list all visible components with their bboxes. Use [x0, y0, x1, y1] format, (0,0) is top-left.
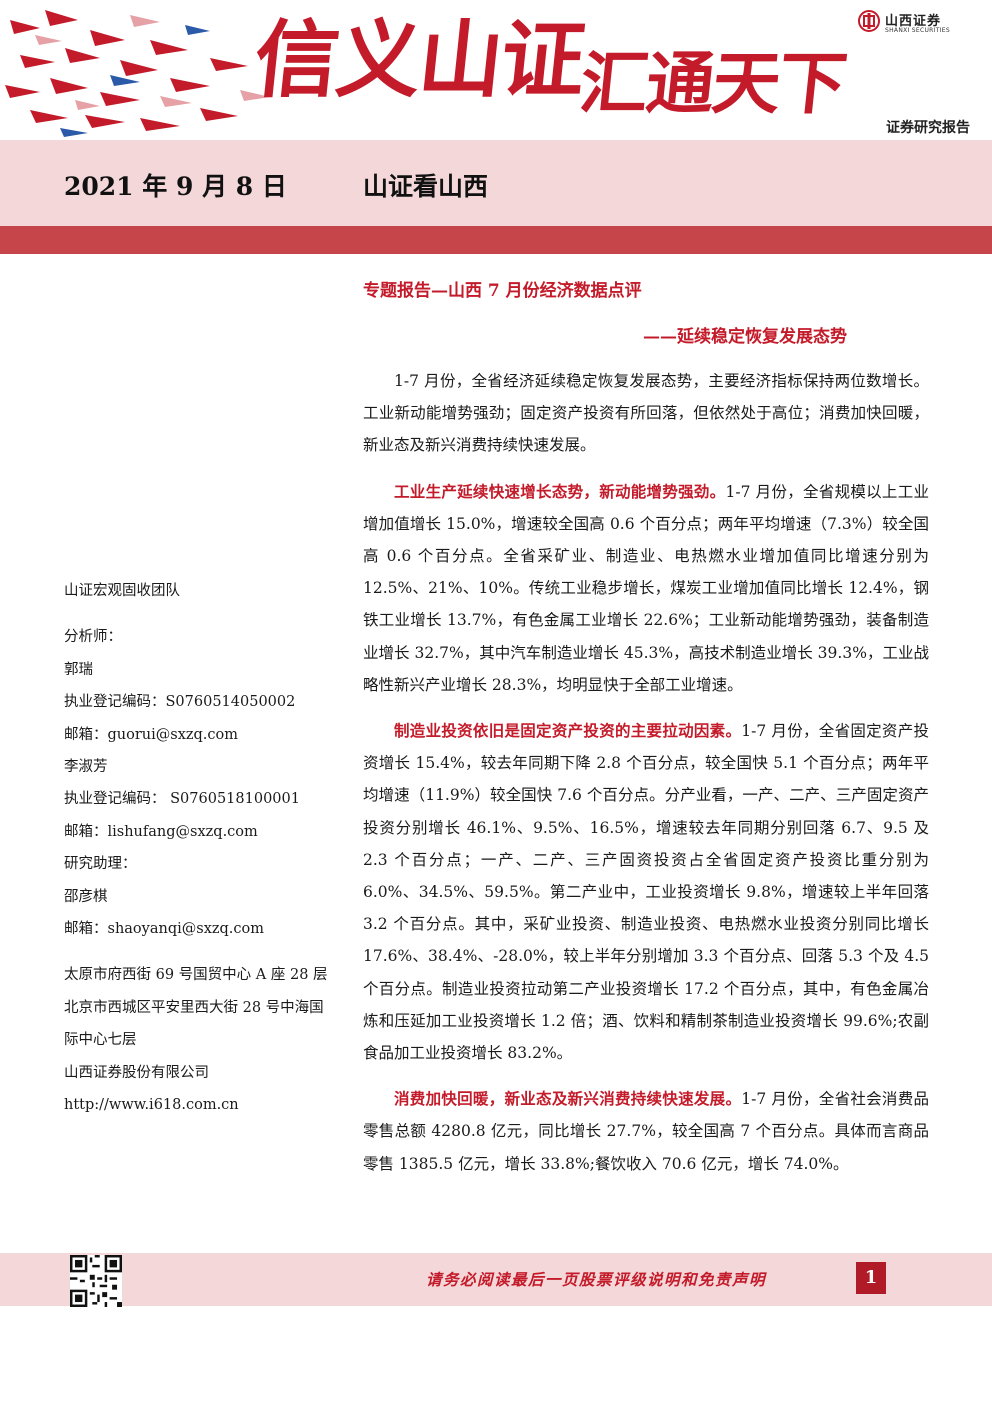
assistant-email[interactable]: 邮箱：shaoyanqi@sxzq.com	[64, 921, 264, 938]
red-divider-band	[0, 226, 992, 254]
industry-heading: 工业生产延续快速增长态势，新动能增势强劲。	[394, 481, 726, 501]
logo-chinese-text: 山西证券	[885, 14, 942, 29]
report-series: 山证看山西	[363, 172, 489, 201]
analyst1-name: 郭瑞	[64, 661, 93, 678]
slogan-part1: 信义山证	[249, 10, 589, 109]
flying-birds-graphic	[5, 10, 270, 137]
footer-band	[0, 1253, 992, 1306]
analyst1-email[interactable]: 邮箱：guorui@sxzq.com	[64, 726, 239, 743]
beijing-address: 北京市西城区平安里西大街 28 号中海国际中心七层	[64, 999, 324, 1049]
summary-paragraph: 1-7 月份，全省经济延续稳定恢复发展态势，主要经济指标保持两位数增长。工业新动…	[363, 372, 929, 455]
team-name: 山证宏观固收团队	[64, 583, 180, 599]
report-title: 专题报告—山西 7 月份经济数据点评	[363, 281, 642, 301]
page-number: 1	[856, 1262, 886, 1294]
company-website[interactable]: http://www.i618.com.cn	[64, 1097, 239, 1114]
logo-english-text: SHANXI SECURITIES	[885, 27, 950, 34]
date-band	[0, 140, 992, 226]
investment-heading: 制造业投资依旧是固定资产投资的主要拉动因素。	[394, 721, 742, 741]
report-subtitle: ——延续稳定恢复发展态势	[643, 327, 847, 347]
report-date: 2021 年 9 月 8 日	[64, 172, 287, 201]
analyst1-registration: 执业登记编码：S0760514050002	[64, 694, 296, 711]
consumption-paragraph: 消费加快回暖，新业态及新兴消费持续快速发展。1-7 月份，全省社会消费品零售总额…	[363, 1083, 929, 1180]
investment-paragraph: 制造业投资依旧是固定资产投资的主要拉动因素。1-7 月份，全省固定资产投资增长 …	[363, 715, 929, 1069]
analyst2-name: 李淑芳	[64, 759, 108, 776]
assistant-name: 邵彦棋	[64, 888, 108, 905]
assistant-label: 研究助理：	[64, 856, 137, 873]
disclaimer-text: 请务必阅读最后一页股票评级说明和免责声明	[426, 1270, 767, 1289]
analyst2-email[interactable]: 邮箱：lishufang@sxzq.com	[64, 823, 258, 840]
industry-paragraph: 工业生产延续快速增长态势，新动能增势强劲。1-7 月份，全省规模以上工业增加值增…	[363, 476, 929, 701]
qr-code-icon	[70, 1255, 122, 1307]
report-type-label: 证券研究报告	[886, 120, 970, 136]
taiyuan-address: 太原市府西街 69 号国贸中心 A 座 28 层	[64, 967, 328, 984]
industry-text: 1-7 月份，全省规模以上工业增加值增长 15.0%，增速较全国高 0.6 个百…	[363, 482, 929, 694]
header-banner: 信义山证汇通天下 山西证券 SHANXI SECURITIES 证券研究报告	[0, 0, 992, 140]
analyst-sidebar: 山证宏观固收团队 分析师： 郭瑞 执业登记编码：S0760514050002 邮…	[64, 575, 334, 1122]
analyst2-registration: 执业登记编码： S0760518100001	[64, 791, 300, 808]
consumption-heading: 消费加快回暖，新业态及新兴消费持续快速发展。	[394, 1089, 742, 1109]
slogan: 信义山证汇通天下	[250, 10, 852, 124]
main-content: 1-7 月份，全省经济延续稳定恢复发展态势，主要经济指标保持两位数增长。工业新动…	[363, 365, 929, 1194]
slogan-part2: 汇通天下	[576, 44, 849, 124]
consumption-text: 1-7 月份，全省社会消费品零售总额 4280.8 亿元，同比增长 27.7%，…	[363, 1090, 929, 1173]
logo-mark-icon	[858, 10, 880, 32]
analyst-label: 分析师：	[64, 629, 122, 646]
investment-text: 1-7 月份，全省固定资产投资增长 15.4%，较去年同期下降 2.8 个百分点…	[363, 722, 929, 1063]
company-name: 山西证券股份有限公司	[64, 1064, 209, 1081]
company-logo: 山西证券 SHANXI SECURITIES	[858, 10, 978, 38]
